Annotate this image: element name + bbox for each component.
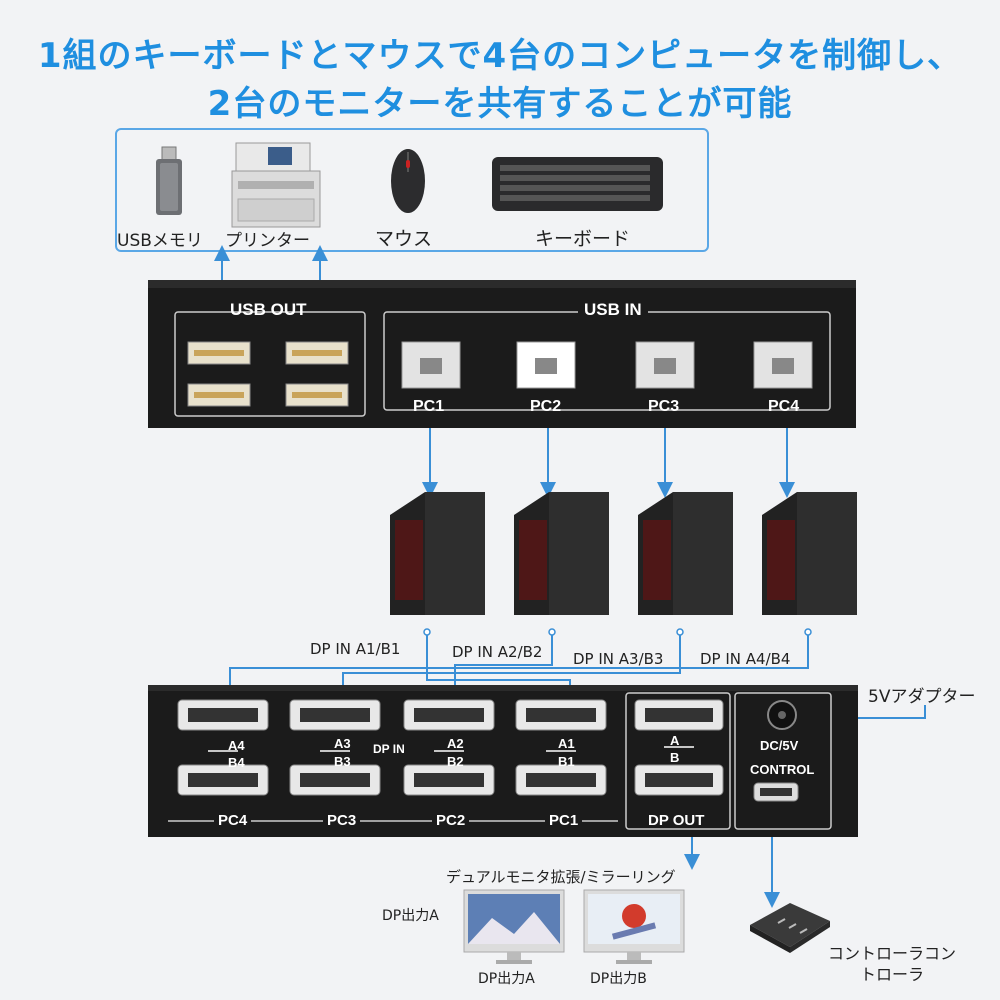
dc-5v-label: DC/5V — [760, 738, 799, 753]
usb-memory-icon — [156, 146, 182, 215]
dp-in-a4b4-label: DP IN A4/B4 — [700, 650, 791, 668]
usb-in-pc2: PC2 — [530, 398, 562, 415]
port-a2-label: A2 — [447, 736, 464, 751]
controller-icon — [750, 903, 830, 953]
monitor-b-label: DP出力B — [590, 971, 647, 987]
dp-in-a3b3-label: DP IN A3/B3 — [573, 650, 664, 668]
port-a3-label: A3 — [334, 736, 351, 751]
usb-in-label: USB IN — [578, 300, 648, 320]
dp-out-b-label: B — [670, 750, 680, 765]
pc-towers — [390, 492, 857, 615]
control-label: CONTROL — [750, 762, 815, 777]
dp-output-a-side-label: DP出力A — [382, 908, 439, 924]
pc2-panel-label: PC2 — [432, 812, 470, 829]
port-a1-label: A1 — [558, 736, 575, 751]
monitor-b — [583, 889, 685, 964]
mouse-icon — [391, 149, 425, 213]
usb-in-pc3: PC3 — [648, 398, 680, 415]
keyboard-icon — [492, 157, 663, 211]
title-line-2: 2台のモニターを共有することが可能 — [207, 84, 793, 124]
controller-label-1: コントローラコン — [828, 944, 957, 963]
port-b1-label: B1 — [558, 754, 575, 769]
usb-memory-label: USBメモリ — [117, 231, 203, 251]
keyboard-label: キーボード — [535, 228, 631, 250]
printer-icon — [231, 142, 321, 228]
pc4-panel-label: PC4 — [214, 812, 252, 829]
dp-switch-panel — [148, 685, 858, 837]
port-a4-label: A4 — [228, 738, 245, 753]
usb-switch-panel — [148, 280, 856, 428]
dp-out-a-label: A — [670, 733, 680, 748]
dp-in-a2b2-label: DP IN A2/B2 — [452, 643, 543, 661]
monitors — [463, 889, 685, 964]
monitor-a — [463, 889, 565, 964]
peripherals-box — [115, 128, 709, 252]
pc1-panel-label: PC1 — [545, 812, 583, 829]
monitor-a-label: DP出力A — [478, 971, 535, 987]
usb-in-pc4: PC4 — [768, 398, 800, 415]
port-b4-label: B4 — [228, 755, 245, 770]
adapter-label: 5Vアダプター — [868, 687, 976, 707]
pc3-panel-label: PC3 — [323, 812, 361, 829]
usb-out-label: USB OUT — [230, 300, 307, 319]
dp-in-a1b1-label: DP IN A1/B1 — [310, 640, 401, 658]
monitor-mode-label: デュアルモニタ拡張/ミラーリング — [446, 868, 676, 886]
port-b2-label: B2 — [447, 754, 464, 769]
mouse-label: マウス — [375, 228, 433, 250]
dp-out-label: DP OUT — [648, 812, 705, 829]
dp-in-panel-label: DP IN — [373, 742, 405, 756]
pc-tower-1 — [390, 492, 485, 615]
usb-in-pc1: PC1 — [413, 398, 445, 415]
printer-label: プリンター — [225, 231, 310, 251]
port-b3-label: B3 — [334, 754, 351, 769]
title-line-1: 1組のキーボードとマウスで4台のコンピュータを制御し、 — [37, 36, 963, 76]
controller-label-2: トローラ — [860, 965, 925, 984]
